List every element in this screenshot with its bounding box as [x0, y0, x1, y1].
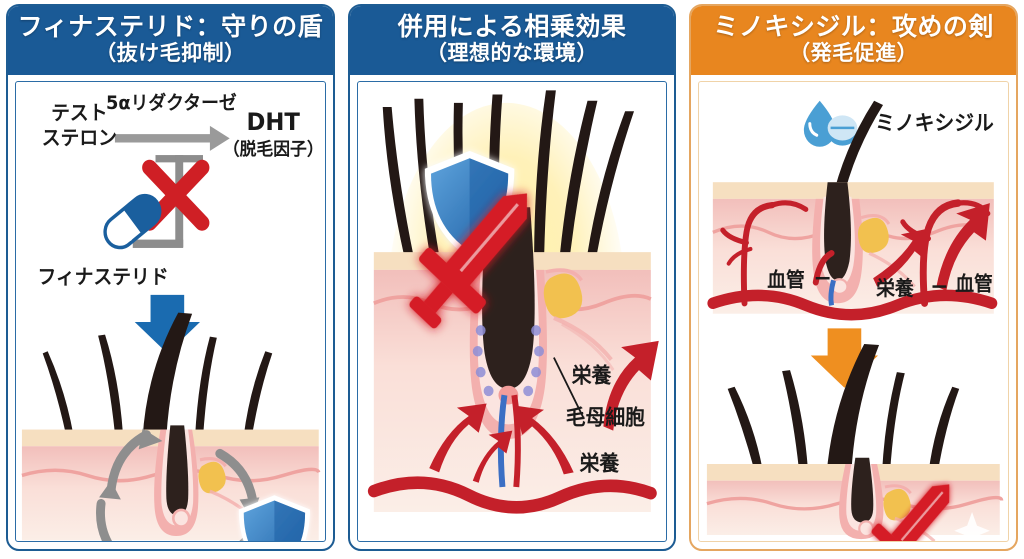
- panel-finasteride-subtitle: （抜け毛抑制）: [95, 41, 246, 65]
- label-testosterone-line2: ステロン: [42, 126, 117, 150]
- label-nutrition: 栄養: [875, 276, 914, 300]
- skin-cross-section-bottom: [706, 457, 1004, 541]
- panel-finasteride: フィナステリド：守りの盾 （抜け毛抑制）: [6, 4, 335, 551]
- minoxidil-diagram: ミノキシジル: [706, 100, 1004, 541]
- red-sword-icon: [409, 193, 527, 329]
- growth-arrow-icon: [603, 340, 659, 431]
- conversion-arrow-icon: [114, 125, 230, 151]
- sparkle-icon: [954, 511, 991, 541]
- panel-minoxidil-title: ミノキシジル：攻めの剣: [713, 12, 994, 41]
- panel-minoxidil-body: ミノキシジル: [698, 80, 1010, 542]
- nutrient-arrows-icon: [428, 403, 574, 483]
- label-nutrition-bottom: 栄養: [578, 451, 619, 476]
- hair-follicle-bottom: [839, 457, 884, 539]
- panel-combination-body: 栄養 毛母細胞 栄養: [356, 80, 668, 542]
- panel-combination-title: 併用による相乗効果: [397, 12, 627, 41]
- label-dht: DHT: [247, 107, 300, 136]
- label-testosterone-line1: テスト: [51, 101, 107, 125]
- label-enzyme: 5αリダクターゼ: [106, 91, 237, 114]
- capsule-pill-icon: [103, 193, 162, 250]
- label-finasteride-drug: フィナステリド: [37, 265, 168, 289]
- hair-follicle-top: [812, 181, 864, 304]
- label-matrix-cells: 毛母細胞: [565, 405, 644, 430]
- combination-diagram: 栄養 毛母細胞 栄養: [365, 90, 659, 533]
- panel-finasteride-header: フィナステリド：守りの盾 （抜け毛抑制）: [8, 6, 333, 75]
- leader-line: [816, 276, 947, 288]
- label-dht-sub: （脱毛因子）: [223, 138, 324, 160]
- orange-down-arrow-icon: [811, 328, 879, 388]
- panel-combination: 併用による相乗効果 （理想的な環境）: [347, 4, 677, 551]
- blue-down-arrow-icon: [134, 294, 201, 354]
- red-sword-icon: [871, 484, 950, 541]
- vein-icon: [828, 279, 837, 306]
- nutrient-arrows-top-icon: [873, 202, 991, 291]
- label-vessel-right: 血管: [956, 272, 994, 296]
- panel-minoxidil-subtitle: （発毛促進）: [789, 41, 919, 65]
- sebaceous-gland: [543, 268, 615, 371]
- hair-follicle: [154, 425, 199, 536]
- water-drop-pill-icon: [804, 100, 858, 147]
- hair-strands-bottom: [728, 343, 960, 475]
- panel-finasteride-body: テスト ステロン 5αリダクターゼ DHT （脱毛因子） フィナステリド: [15, 80, 326, 542]
- panel-combination-subtitle: （理想的な環境）: [426, 41, 598, 65]
- label-minoxidil-drug: ミノキシジル: [875, 110, 994, 135]
- finasteride-diagram: テスト ステロン 5αリダクターゼ DHT （脱毛因子） フィナステリド: [21, 91, 324, 541]
- skin-cross-section-top: [707, 181, 998, 321]
- label-nutrition-top: 栄養: [570, 363, 611, 388]
- panel-finasteride-title: フィナステリド：守りの盾: [17, 12, 324, 41]
- label-vessel-left: 血管: [768, 268, 806, 292]
- leader-line: [552, 356, 585, 419]
- blue-shield-icon: [238, 495, 310, 541]
- panel-minoxidil: ミノキシジル：攻めの剣 （発毛促進）: [689, 4, 1019, 551]
- panel-minoxidil-header: ミノキシジル：攻めの剣 （発毛促進）: [691, 6, 1017, 75]
- panel-combination-header: 併用による相乗効果 （理想的な環境）: [349, 6, 675, 75]
- papilla-cells: [472, 324, 544, 396]
- hair-strands: [42, 312, 273, 439]
